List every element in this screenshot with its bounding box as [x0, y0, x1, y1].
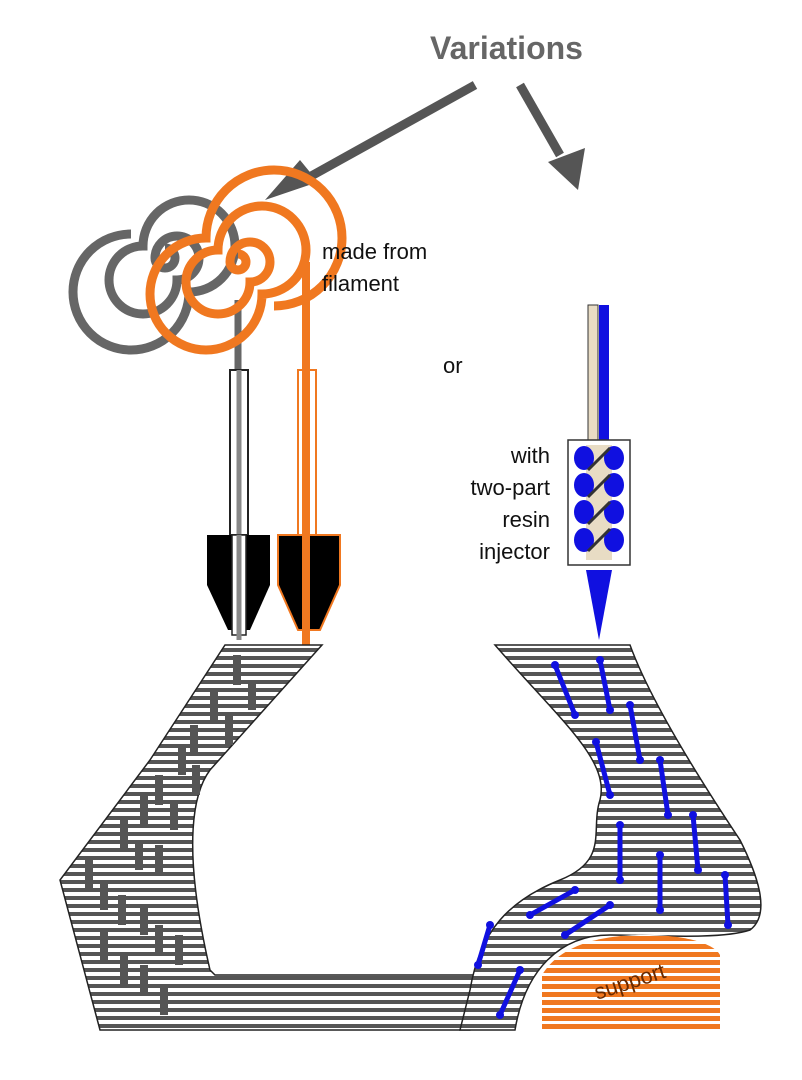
label-filament-line1: made from — [322, 239, 428, 264]
arrow-right-head — [548, 148, 585, 190]
label-injector-line1: with — [510, 443, 550, 468]
spool-orange-spiral — [145, 165, 347, 355]
resin-fibers — [475, 657, 731, 1018]
label-injector-line4: injector — [479, 539, 550, 564]
label-or: or — [443, 353, 463, 378]
orange-extruder — [277, 369, 341, 648]
arrow-right — [516, 82, 564, 158]
gray-extruder — [207, 369, 270, 640]
filament-z-pins — [85, 655, 256, 1015]
resin-fiber-ends — [474, 656, 732, 1019]
resin-tube-blue — [599, 305, 609, 440]
mixer-lobes — [574, 446, 624, 552]
resin-nozzle — [586, 570, 612, 640]
resin-tube-beige — [587, 304, 599, 441]
diagram-title: Variations — [430, 30, 583, 66]
label-injector-line3: resin — [502, 507, 550, 532]
printed-part-filament — [59, 644, 502, 1031]
arrow-left — [292, 81, 478, 189]
label-injector-line2: two-part — [470, 475, 550, 500]
label-filament-line2: filament — [322, 271, 400, 296]
arrow-left-head — [265, 160, 318, 200]
resin-part-body — [459, 644, 762, 1031]
resin-injector — [567, 304, 631, 640]
printed-part-resin — [459, 644, 762, 1031]
arrows — [265, 81, 585, 200]
spool-gray-spiral — [68, 195, 240, 355]
mixer-helix — [586, 446, 612, 553]
support-body — [542, 935, 720, 1030]
support-block — [542, 935, 720, 1030]
